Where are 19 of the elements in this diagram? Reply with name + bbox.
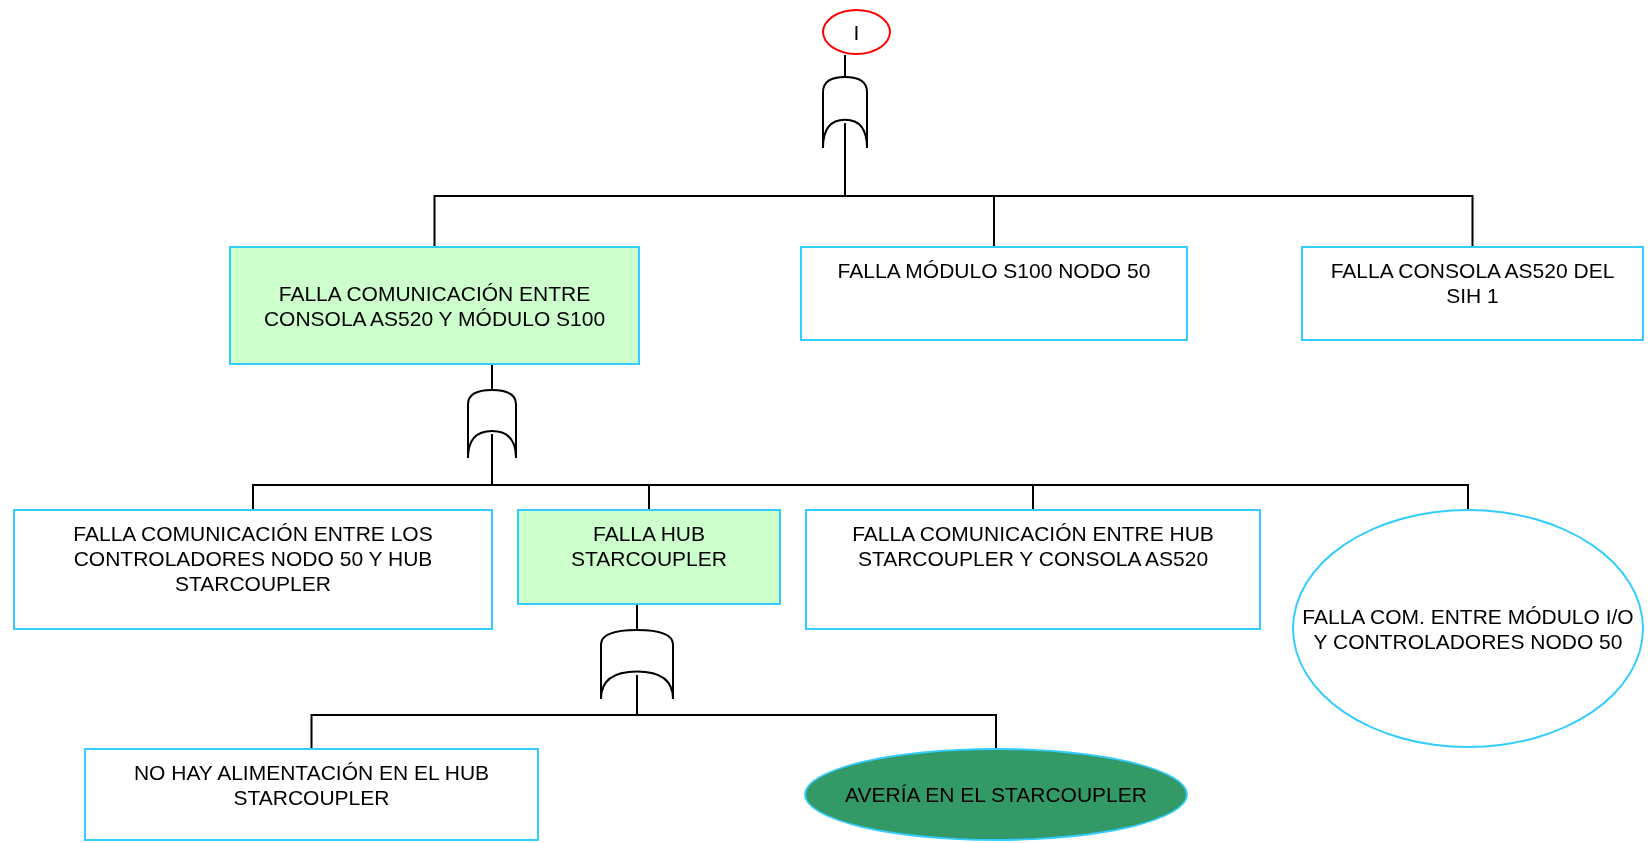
event-box: FALLA MÓDULO S100 NODO 50 — [800, 246, 1188, 341]
connector-line — [491, 433, 1469, 510]
event-box: NO HAY ALIMENTACIÓN EN EL HUB STARCOUPLER — [84, 748, 539, 841]
event-box: FALLA HUB STARCOUPLER — [517, 509, 781, 605]
event-ellipse: AVERÍA EN EL STARCOUPLER — [804, 748, 1188, 841]
event-ellipse: I — [822, 9, 891, 55]
event-ellipse: FALLA COM. ENTRE MÓDULO I/O Y CONTROLADORES NODO 50 — [1292, 509, 1644, 748]
connector-line — [844, 54, 846, 77]
or-gate-symbol — [467, 389, 517, 459]
or-gate-symbol — [600, 629, 674, 700]
connector-line — [844, 122, 1474, 247]
connector-line — [636, 604, 638, 630]
event-box: FALLA COMUNICACIÓN ENTRE LOS CONTROLADORES NODO 50 Y HUB STARCOUPLER — [13, 509, 493, 630]
event-box: FALLA CONSOLA AS520 DEL SIH 1 — [1301, 246, 1644, 341]
connector-line — [636, 674, 997, 749]
or-gate-symbol — [822, 76, 868, 149]
connector-line — [491, 364, 493, 390]
event-box: FALLA COMUNICACIÓN ENTRE HUB STARCOUPLER Y CONSOLA AS520 — [805, 509, 1261, 630]
event-box: FALLA COMUNICACIÓN ENTRE CONSOLA AS520 Y MÓDULO S100 — [229, 246, 640, 365]
